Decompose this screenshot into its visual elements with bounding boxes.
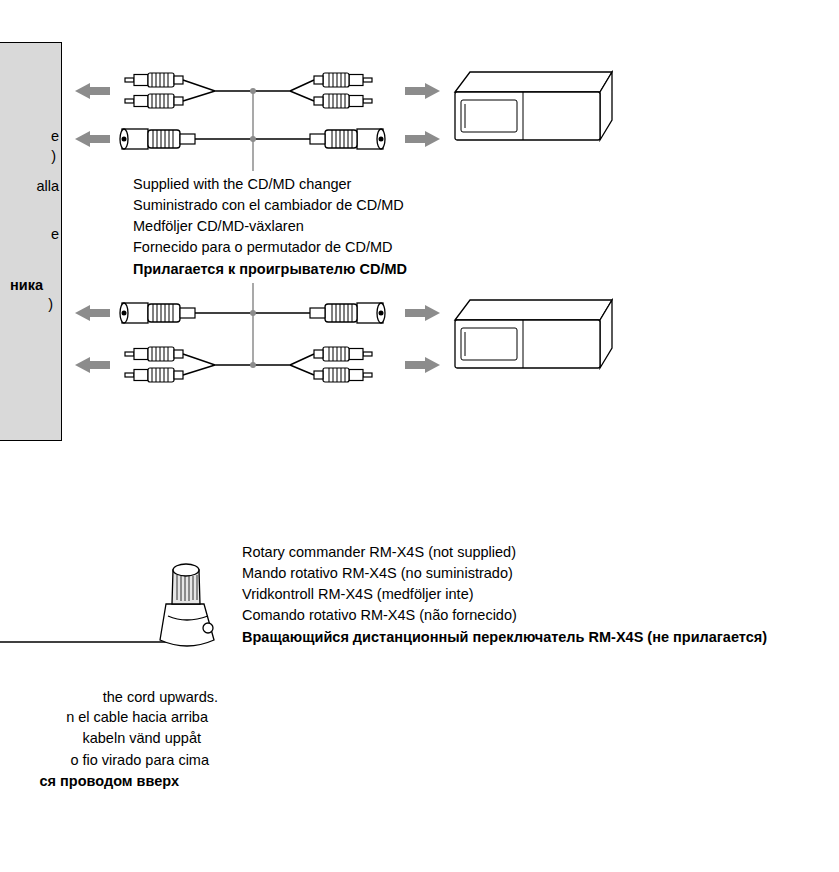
connector-panel: e) alla e ника) [0, 42, 62, 441]
install-note: kabeln vänd uppåt [82, 729, 201, 747]
supply-note: Fornecido para o permutador de CD/MD [133, 238, 393, 256]
panel-text: ) [48, 295, 53, 313]
panel-text: e [51, 127, 59, 145]
panel-text: e [51, 225, 59, 243]
panel-text: ника [10, 276, 43, 294]
panel-text: ) [51, 147, 56, 165]
install-note: ся проводом вверх [40, 772, 179, 790]
install-note: o fio virado para cima [70, 751, 209, 769]
part-name: Vridkontroll RM-X4S (medföljer inte) [242, 585, 474, 603]
supply-note: Прилагается к проигрывателю CD/MD [133, 260, 407, 278]
supply-note: Supplied with the CD/MD changer [133, 175, 351, 193]
supply-note: Medföljer CD/MD-växlaren [133, 217, 304, 235]
panel-text: alla [36, 177, 59, 195]
part-name: Comando rotativo RM-X4S (não fornecido) [242, 606, 517, 624]
supply-note: Suministrado con el cambiador de CD/MD [133, 196, 404, 214]
install-note: the cord upwards. [103, 688, 218, 706]
install-note: n el cable hacia arriba [66, 708, 208, 726]
part-name: Mando rotativo RM-X4S (no suministrado) [242, 564, 513, 582]
part-name: Rotary commander RM-X4S (not supplied) [242, 543, 516, 561]
part-name: Вращающийся дистанционный переключатель … [242, 627, 772, 648]
